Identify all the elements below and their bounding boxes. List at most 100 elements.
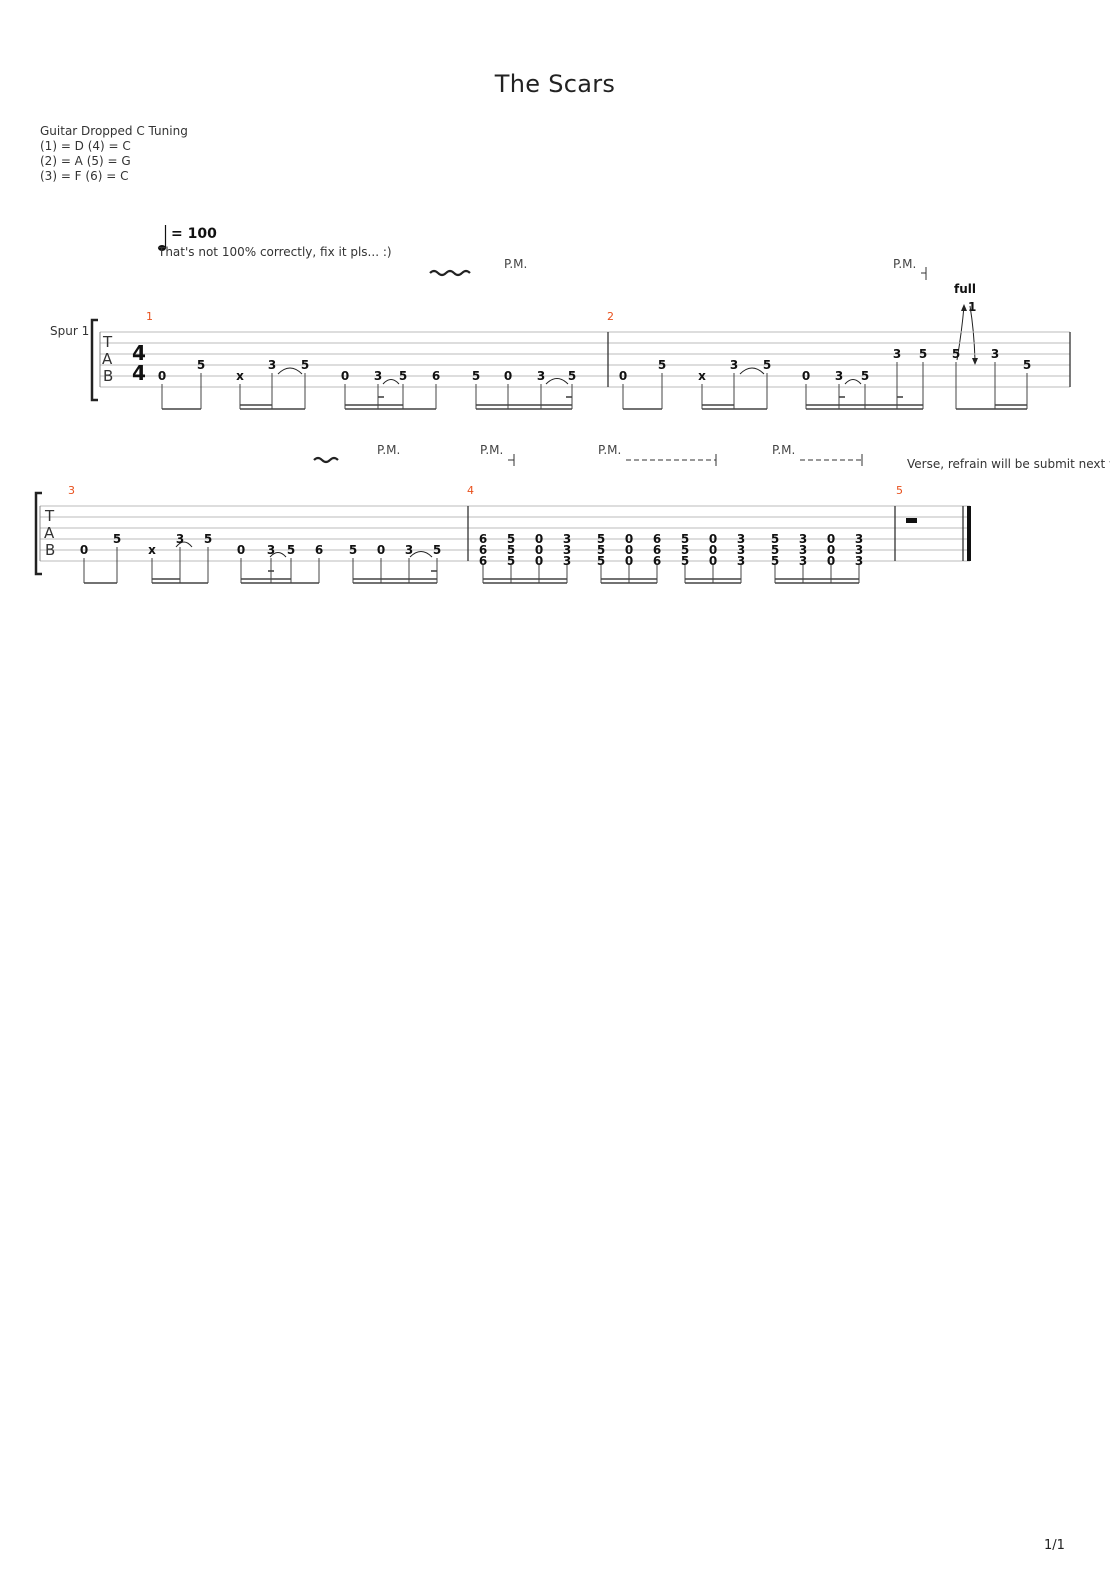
system-1: = 100 That's not 100% correctly, fix it … [50, 225, 1071, 410]
palm-mute-label: P.M. [480, 443, 503, 457]
fret-number: 5 [568, 369, 576, 383]
chord-fret-number: 0 [535, 543, 543, 557]
fret-number: 5 [472, 369, 480, 383]
fret-number: 0 [80, 543, 88, 557]
release-arrow-icon [969, 305, 976, 361]
tie-mark [545, 378, 569, 385]
tie-mark [382, 379, 400, 385]
tuning-name: Guitar Dropped C Tuning [40, 124, 188, 138]
fret-number: 5 [287, 543, 295, 557]
fret-number: 0 [504, 369, 512, 383]
comment-text: That's not 100% correctly, fix it pls...… [157, 245, 392, 259]
chord-fret-number: 3 [563, 554, 571, 568]
tuning-line-2: (2) = A (5) = G [40, 154, 131, 168]
chord-fret-number: 5 [681, 554, 689, 568]
bend-label: full [954, 282, 976, 296]
palm-mute-label: P.M. [893, 257, 916, 271]
system-bracket [34, 491, 42, 576]
fret-number: 3 [835, 369, 843, 383]
fret-number: 5 [204, 532, 212, 546]
chord-fret-number: 5 [507, 532, 515, 546]
chord-fret-number: 0 [709, 532, 717, 546]
chord-fret-number: 0 [827, 554, 835, 568]
tab-clef-a: A [44, 524, 55, 542]
chord-fret-number: 0 [625, 543, 633, 557]
tuning-info: Guitar Dropped C Tuning (1) = D (4) = C … [40, 124, 188, 184]
chord-fret-number: 0 [625, 532, 633, 546]
chord-fret-number: 0 [535, 554, 543, 568]
chord-fret-number: 6 [653, 554, 661, 568]
chord-fret-number: 3 [563, 543, 571, 557]
fret-number: x [698, 369, 706, 383]
palm-mute-label: P.M. [598, 443, 621, 457]
chord-fret-number: 6 [479, 554, 487, 568]
track-label: Spur 1 [50, 324, 89, 338]
tab-clef-b: B [45, 541, 55, 559]
chord-fret-number: 5 [597, 532, 605, 546]
tab-score: = 100 That's not 100% correctly, fix it … [34, 225, 1110, 584]
fret-number: 3 [268, 358, 276, 372]
chord-fret-number: 3 [855, 532, 863, 546]
measure-number: 4 [467, 484, 474, 497]
tuning-line-3: (3) = F (6) = C [40, 169, 129, 183]
chord-fret-number: 5 [597, 543, 605, 557]
chord-fret-number: 5 [771, 554, 779, 568]
chord-fret-number: 3 [737, 554, 745, 568]
chord-fret-number: 5 [681, 543, 689, 557]
song-title: The Scars [494, 70, 616, 98]
fret-number: 5 [399, 369, 407, 383]
fret-number: 3 [893, 347, 901, 361]
measure-number: 1 [146, 310, 153, 323]
tuning-line-1: (1) = D (4) = C [40, 139, 131, 153]
chord-fret-number: 0 [709, 554, 717, 568]
chord-fret-number: 3 [855, 543, 863, 557]
chord-fret-number: 6 [479, 543, 487, 557]
tab-staff [39, 505, 971, 562]
fret-number: 3 [537, 369, 545, 383]
chord-fret-number: 5 [507, 543, 515, 557]
chord-fret-number: 3 [799, 543, 807, 557]
fret-number: 0 [619, 369, 627, 383]
chord-fret-number: 6 [653, 543, 661, 557]
bend-amount: 1 [968, 300, 976, 314]
tab-clef-t: T [44, 507, 55, 525]
tie-mark [175, 541, 193, 548]
tab-clef-b: B [103, 367, 113, 385]
chord-fret-number: 3 [563, 532, 571, 546]
time-sig-top: 4 [132, 341, 146, 365]
vibrato-icon [429, 269, 471, 277]
palm-mute-label: P.M. [772, 443, 795, 457]
vibrato-icon [313, 456, 339, 464]
fret-number: 5 [763, 358, 771, 372]
tie-mark [844, 379, 862, 385]
measure-number: 5 [896, 484, 903, 497]
fret-number: 5 [1023, 358, 1031, 372]
fret-number: 5 [658, 358, 666, 372]
chord-fret-number: 0 [625, 554, 633, 568]
page-number: 1/1 [1044, 1538, 1065, 1553]
tie-mark [409, 551, 433, 558]
fret-number: 0 [802, 369, 810, 383]
fret-number: 5 [301, 358, 309, 372]
palm-mute-extent [508, 454, 863, 466]
measure-number: 2 [607, 310, 614, 323]
chord-fret-number: 3 [737, 543, 745, 557]
tempo-marking: = 100 [171, 226, 217, 242]
tab-clef-t: T [102, 333, 113, 351]
chord-fret-number: 5 [597, 554, 605, 568]
fret-number: 3 [267, 543, 275, 557]
chord-fret-number: 3 [855, 554, 863, 568]
fret-number: 5 [919, 347, 927, 361]
release-arrow-icon [972, 358, 978, 365]
chord-fret-number: 5 [507, 554, 515, 568]
palm-mute-label: P.M. [504, 257, 527, 271]
fret-number: x [236, 369, 244, 383]
beam-group [84, 570, 859, 584]
fret-number: 5 [349, 543, 357, 557]
tie-mark [269, 552, 287, 558]
tab-clef-a: A [102, 350, 113, 368]
final-barline [967, 506, 971, 561]
quarter-note-icon [158, 225, 167, 251]
